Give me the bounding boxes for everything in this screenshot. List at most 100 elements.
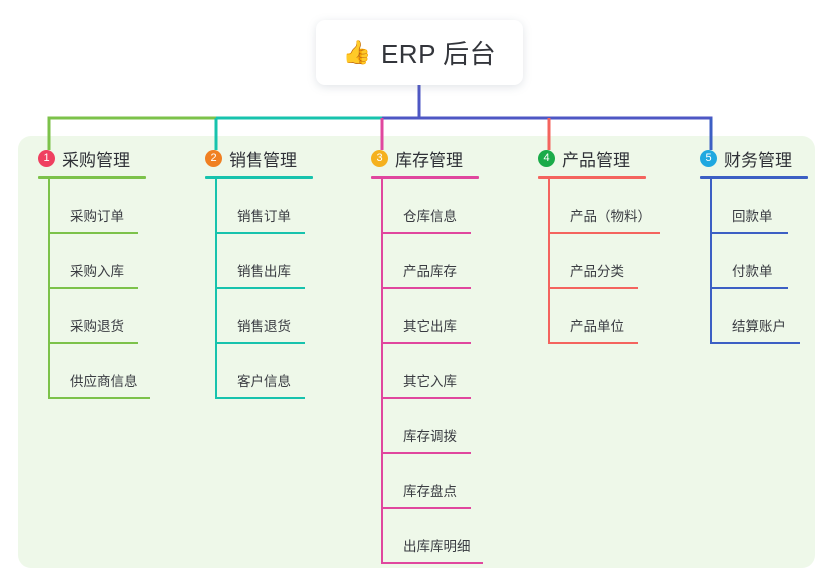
column-rule-5 xyxy=(700,176,808,179)
column-spine-1 xyxy=(48,179,50,399)
column-items-3: 仓库信息产品库存其它出库其它入库库存调拨库存盘点出库库明细 xyxy=(371,179,483,564)
leaf-item-label: 出库库明细 xyxy=(403,539,471,554)
leaf-item-rule xyxy=(712,232,788,234)
leaf-item-rule xyxy=(550,232,660,234)
leaf-item-rule xyxy=(383,507,471,509)
leaf-item-rule xyxy=(383,562,483,564)
leaf-item-rule xyxy=(383,342,471,344)
leaf-item[interactable]: 销售退货 xyxy=(215,289,313,344)
leaf-item-label: 采购入库 xyxy=(70,264,124,279)
leaf-item[interactable]: 回款单 xyxy=(710,179,808,234)
leaf-item[interactable]: 采购订单 xyxy=(48,179,146,234)
column-title-3: 库存管理 xyxy=(395,150,463,170)
leaf-item[interactable]: 其它出库 xyxy=(381,289,479,344)
leaf-item-label: 销售出库 xyxy=(237,264,291,279)
leaf-item[interactable]: 销售出库 xyxy=(215,234,313,289)
leaf-item-rule xyxy=(383,287,471,289)
leaf-item-label: 结算账户 xyxy=(732,319,786,334)
thumbs-up-emoji: 👍 xyxy=(342,39,372,65)
leaf-item[interactable]: 产品（物料） xyxy=(548,179,660,234)
column-header-2[interactable]: 2 销售管理 xyxy=(205,146,313,170)
leaf-item-rule xyxy=(217,342,305,344)
leaf-item-label: 回款单 xyxy=(732,209,773,224)
column-1: 1 采购管理采购订单采购入库采购退货供应商信息 xyxy=(38,146,150,399)
leaf-item-rule xyxy=(50,342,138,344)
leaf-item-rule xyxy=(217,397,305,399)
leaf-item-label: 销售订单 xyxy=(237,209,291,224)
column-badge-4: 4 xyxy=(538,149,555,167)
leaf-item-rule xyxy=(50,287,138,289)
column-badge-1: 1 xyxy=(38,149,55,167)
leaf-item[interactable]: 库存盘点 xyxy=(381,454,479,509)
column-items-5: 回款单付款单结算账户 xyxy=(700,179,808,344)
leaf-item-label: 产品（物料） xyxy=(570,209,651,224)
column-title-4: 产品管理 xyxy=(562,150,630,170)
leaf-item[interactable]: 付款单 xyxy=(710,234,808,289)
column-header-4[interactable]: 4 产品管理 xyxy=(538,146,646,170)
column-items-4: 产品（物料） 产品分类产品单位 xyxy=(538,179,660,344)
column-items-1: 采购订单采购入库采购退货供应商信息 xyxy=(38,179,150,399)
column-badge-2: 2 xyxy=(205,149,222,167)
column-spine-5 xyxy=(710,179,712,344)
leaf-item-rule xyxy=(712,342,800,344)
leaf-item-label: 采购订单 xyxy=(70,209,124,224)
column-title-1: 采购管理 xyxy=(62,150,130,170)
leaf-item-label: 付款单 xyxy=(732,264,773,279)
column-spine-4 xyxy=(548,179,550,344)
diagram-canvas-panel xyxy=(18,136,815,568)
leaf-item[interactable]: 产品单位 xyxy=(548,289,646,344)
leaf-item-label: 客户信息 xyxy=(237,374,291,389)
leaf-item[interactable]: 客户信息 xyxy=(215,344,313,399)
leaf-item[interactable]: 销售订单 xyxy=(215,179,313,234)
column-rule-4 xyxy=(538,176,646,179)
leaf-item[interactable]: 供应商信息 xyxy=(48,344,150,399)
column-items-2: 销售订单销售出库销售退货客户信息 xyxy=(205,179,313,399)
column-4: 4 产品管理产品（物料） 产品分类产品单位 xyxy=(538,146,660,344)
leaf-item[interactable]: 产品分类 xyxy=(548,234,646,289)
leaf-item-rule xyxy=(550,342,638,344)
leaf-item[interactable]: 其它入库 xyxy=(381,344,479,399)
column-badge-5: 5 xyxy=(700,149,717,167)
root-title-text: ERP 后台 xyxy=(380,39,497,69)
leaf-item[interactable]: 仓库信息 xyxy=(381,179,479,234)
column-spine-3 xyxy=(381,179,383,564)
leaf-item-label: 其它出库 xyxy=(403,319,457,334)
leaf-item-label: 产品分类 xyxy=(570,264,624,279)
leaf-item-rule xyxy=(712,287,788,289)
column-rule-2 xyxy=(205,176,313,179)
column-3: 3 库存管理仓库信息产品库存其它出库其它入库库存调拨库存盘点出库库明细 xyxy=(371,146,483,564)
leaf-item-label: 库存调拨 xyxy=(403,429,457,444)
leaf-item[interactable]: 采购退货 xyxy=(48,289,146,344)
leaf-item-label: 仓库信息 xyxy=(403,209,457,224)
root-node-label: 👍 ERP 后台 xyxy=(343,34,496,71)
leaf-item-label: 采购退货 xyxy=(70,319,124,334)
column-2: 2 销售管理销售订单销售出库销售退货客户信息 xyxy=(205,146,313,399)
root-node[interactable]: 👍 ERP 后台 xyxy=(316,20,523,85)
column-spine-2 xyxy=(215,179,217,399)
leaf-item-label: 供应商信息 xyxy=(70,374,138,389)
column-header-1[interactable]: 1 采购管理 xyxy=(38,146,146,170)
leaf-item-rule xyxy=(550,287,638,289)
leaf-item[interactable]: 采购入库 xyxy=(48,234,146,289)
leaf-item-rule xyxy=(217,232,305,234)
leaf-item-rule xyxy=(50,397,150,399)
leaf-item[interactable]: 出库库明细 xyxy=(381,509,483,564)
column-rule-3 xyxy=(371,176,479,179)
leaf-item[interactable]: 结算账户 xyxy=(710,289,808,344)
leaf-item-rule xyxy=(383,232,471,234)
column-title-2: 销售管理 xyxy=(229,150,297,170)
leaf-item-label: 产品单位 xyxy=(570,319,624,334)
leaf-item-rule xyxy=(383,452,471,454)
column-badge-3: 3 xyxy=(371,149,388,167)
leaf-item-label: 其它入库 xyxy=(403,374,457,389)
column-rule-1 xyxy=(38,176,146,179)
leaf-item[interactable]: 库存调拨 xyxy=(381,399,479,454)
leaf-item-rule xyxy=(50,232,138,234)
leaf-item-rule xyxy=(383,397,471,399)
leaf-item-label: 产品库存 xyxy=(403,264,457,279)
column-header-3[interactable]: 3 库存管理 xyxy=(371,146,479,170)
leaf-item[interactable]: 产品库存 xyxy=(381,234,479,289)
